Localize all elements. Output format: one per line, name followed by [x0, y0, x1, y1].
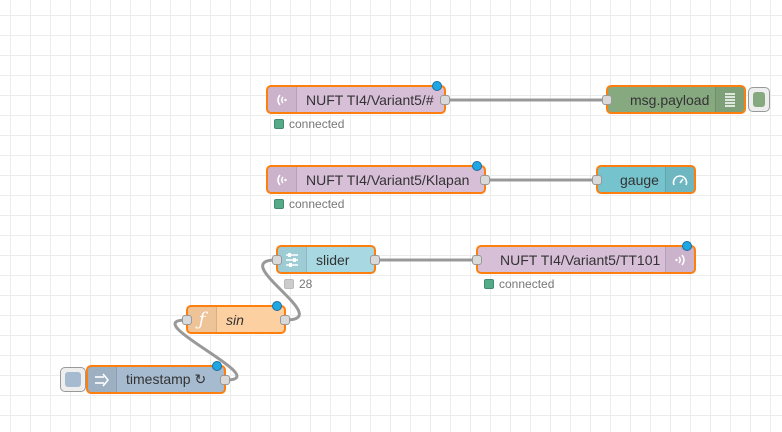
status-dot [284, 279, 294, 289]
list-lines-icon [715, 87, 744, 112]
changed-indicator [272, 301, 282, 311]
node-label: slider [316, 251, 350, 268]
function-node-sin[interactable]: ƒ sin [182, 301, 290, 334]
input-port[interactable] [592, 175, 602, 185]
inject-trigger-button[interactable] [60, 367, 86, 392]
status-connected: connected [274, 117, 344, 131]
mqtt-out-node-tt101[interactable]: NUFT TI4/Variant5/TT101 [472, 241, 696, 274]
radio-waves-icon [665, 247, 694, 272]
status-text: connected [289, 197, 345, 211]
node-label: NUFT TI4/Variant5/# [306, 91, 434, 108]
wire-inject-function[interactable] [173, 318, 239, 382]
output-port[interactable] [370, 255, 380, 265]
input-port[interactable] [182, 315, 192, 325]
output-port[interactable] [280, 315, 290, 325]
status-connected: connected [274, 197, 344, 211]
node-label: NUFT TI4/Variant5/Klapan [306, 171, 470, 188]
changed-indicator [212, 361, 222, 371]
changed-indicator [472, 161, 482, 171]
slider-node[interactable]: slider [272, 245, 380, 274]
node-label: msg.payload [630, 91, 710, 108]
changed-indicator [432, 81, 442, 91]
debug-toggle-button[interactable] [748, 87, 770, 112]
inject-arrow-icon [88, 367, 117, 392]
input-port[interactable] [602, 95, 612, 105]
status-dot [274, 119, 284, 129]
changed-indicator [682, 241, 692, 251]
wire-function-slider[interactable] [261, 258, 301, 322]
gauge-icon [665, 167, 694, 192]
radio-waves-icon [268, 167, 297, 192]
input-port[interactable] [272, 255, 282, 265]
output-port[interactable] [440, 95, 450, 105]
radio-waves-icon [268, 87, 297, 112]
node-label: NUFT TI4/Variant5/TT101 [500, 251, 661, 268]
status-connected: connected [484, 277, 554, 291]
status-text: connected [499, 277, 555, 291]
status-dot [274, 199, 284, 209]
function-icon: ƒ [188, 307, 217, 332]
mqtt-in-node-klapan[interactable]: NUFT TI4/Variant5/Klapan [266, 161, 490, 194]
status-text: connected [289, 117, 345, 131]
output-port[interactable] [480, 175, 490, 185]
mqtt-in-node-variant5-all[interactable]: NUFT TI4/Variant5/# [266, 81, 450, 114]
output-port[interactable] [220, 375, 230, 385]
node-label: sin [226, 311, 244, 328]
node-label: gauge [620, 171, 659, 188]
debug-node[interactable]: msg.payload [602, 85, 746, 114]
gauge-node[interactable]: gauge [592, 165, 696, 194]
status-dot [484, 279, 494, 289]
status-text: 28 [299, 277, 313, 291]
sliders-icon [278, 247, 307, 272]
input-port[interactable] [472, 255, 482, 265]
node-label: timestamp ↻ [126, 371, 207, 387]
inject-node-timestamp[interactable]: timestamp ↻ [86, 361, 230, 394]
status-value: 28 [284, 277, 312, 291]
